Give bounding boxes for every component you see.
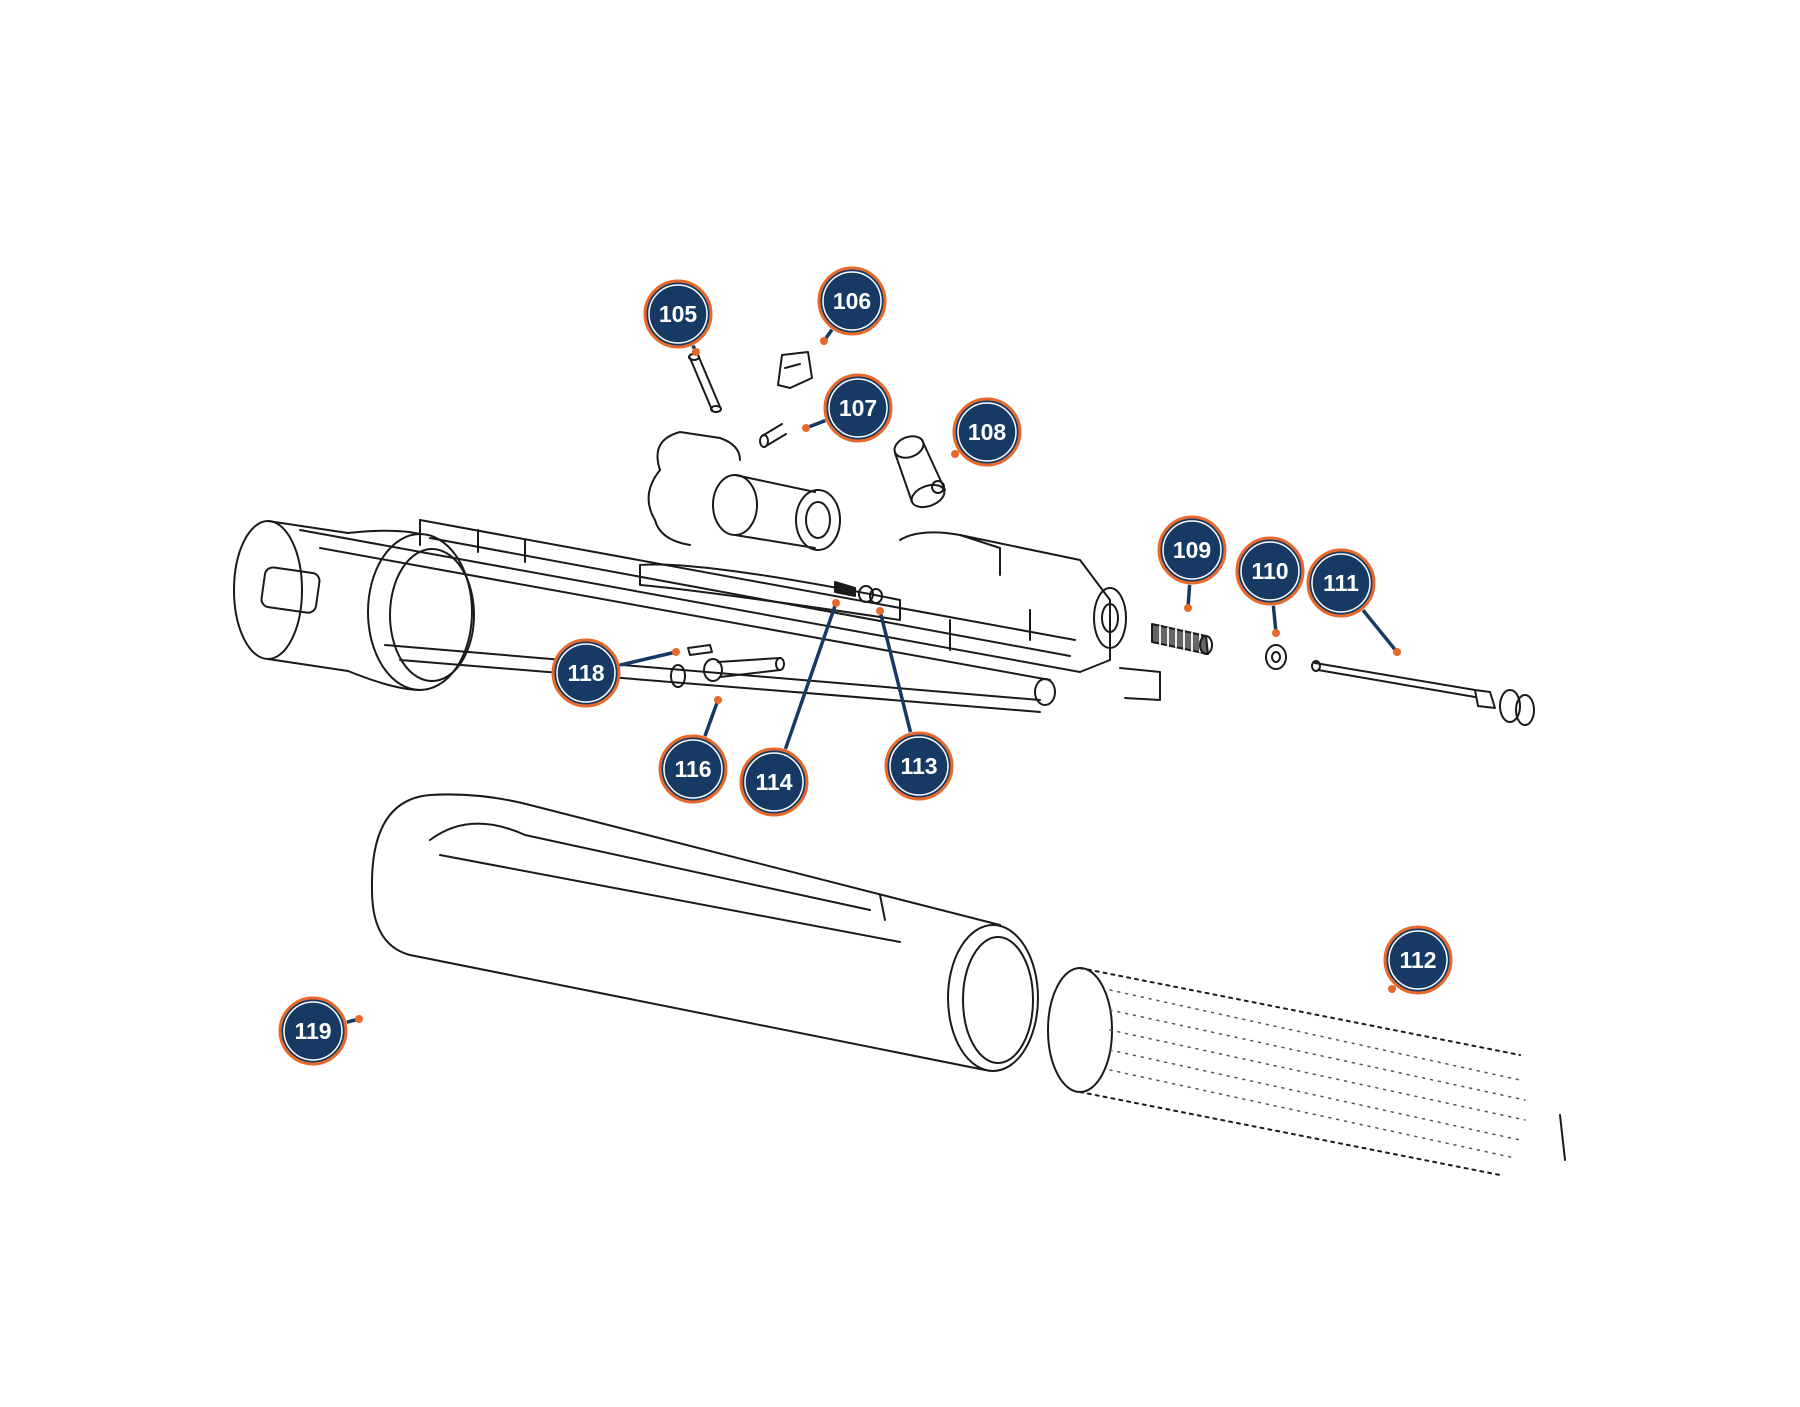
anchor-dot-111 bbox=[1393, 648, 1401, 656]
callout-badge-110[interactable] bbox=[1235, 536, 1305, 606]
callout-112[interactable]: 112 bbox=[1383, 925, 1453, 995]
anchor-dot-112 bbox=[1388, 985, 1396, 993]
callout-inner-ring-110 bbox=[1240, 541, 1300, 601]
callout-label-119: 119 bbox=[294, 1018, 331, 1044]
leader-line-116 bbox=[703, 699, 720, 737]
callout-badge-111[interactable] bbox=[1306, 548, 1376, 618]
callout-label-116: 116 bbox=[674, 756, 711, 782]
callout-label-111: 111 bbox=[1323, 570, 1359, 596]
callout-inner-ring-105 bbox=[648, 284, 708, 344]
callout-110[interactable]: 110 bbox=[1235, 536, 1305, 637]
part-107-pin bbox=[759, 423, 787, 448]
callout-badge-107[interactable] bbox=[823, 373, 893, 443]
callout-label-108: 108 bbox=[968, 419, 1007, 445]
part-119-tube bbox=[370, 793, 1039, 1072]
part-112-grip bbox=[1047, 967, 1566, 1176]
callout-label-113: 113 bbox=[900, 753, 937, 779]
part-108-roller bbox=[893, 435, 946, 509]
part-111-rod bbox=[1311, 660, 1535, 726]
callout-inner-ring-107 bbox=[828, 378, 888, 438]
anchor-dot-109 bbox=[1184, 604, 1192, 612]
callout-badge-118[interactable] bbox=[551, 638, 621, 708]
callout-inner-ring-108 bbox=[957, 402, 1017, 462]
callout-badge-105[interactable] bbox=[643, 279, 713, 349]
callout-badge-119[interactable] bbox=[278, 996, 348, 1066]
callout-119[interactable]: 119 bbox=[278, 996, 363, 1066]
part-105-pin bbox=[688, 353, 722, 413]
callout-badge-113[interactable] bbox=[884, 731, 954, 801]
callout-label-106: 106 bbox=[833, 288, 871, 314]
anchor-dot-107 bbox=[802, 424, 810, 432]
callout-inner-ring-106 bbox=[822, 271, 882, 331]
callout-badge-109[interactable] bbox=[1157, 515, 1227, 585]
callout-label-107: 107 bbox=[839, 395, 877, 421]
anchor-dot-116 bbox=[714, 696, 722, 704]
anchor-dot-113 bbox=[876, 607, 884, 615]
callout-inner-ring-118 bbox=[556, 643, 616, 703]
part-116-118-pins bbox=[670, 644, 785, 688]
callout-inner-ring-116 bbox=[663, 739, 723, 799]
anchor-dot-106 bbox=[820, 337, 828, 345]
callout-inner-ring-112 bbox=[1388, 930, 1448, 990]
callout-111[interactable]: 111 bbox=[1306, 548, 1401, 656]
leader-line-118 bbox=[619, 650, 677, 667]
callout-114[interactable]: 114 bbox=[739, 599, 840, 817]
callout-badge-114[interactable] bbox=[739, 747, 809, 817]
part-106-block bbox=[777, 351, 813, 389]
callout-116[interactable]: 116 bbox=[658, 696, 728, 804]
callout-105[interactable]: 105 bbox=[643, 279, 713, 356]
callout-inner-ring-113 bbox=[889, 736, 949, 796]
action-assembly-drawing bbox=[233, 519, 1161, 713]
callout-inner-ring-111 bbox=[1311, 553, 1371, 613]
anchor-dot-110 bbox=[1272, 629, 1280, 637]
anchor-dot-118 bbox=[672, 648, 680, 656]
callout-inner-ring-119 bbox=[283, 1001, 343, 1061]
part-bolt-head bbox=[647, 431, 841, 551]
callout-badge-112[interactable] bbox=[1383, 925, 1453, 995]
callout-label-109: 109 bbox=[1173, 537, 1211, 563]
callout-label-110: 110 bbox=[1251, 558, 1288, 584]
part-109-spring bbox=[1151, 623, 1213, 655]
anchor-dot-119 bbox=[355, 1015, 363, 1023]
callout-113[interactable]: 113 bbox=[876, 607, 954, 801]
callout-badge-108[interactable] bbox=[952, 397, 1022, 467]
part-113-114-screws bbox=[834, 581, 883, 604]
anchor-dot-114 bbox=[832, 599, 840, 607]
callout-layer: 105 106 107 108 109 110 111 112 113 114 116 118 119 bbox=[278, 266, 1453, 1066]
leader-line-111 bbox=[1361, 609, 1399, 654]
part-110-washer bbox=[1265, 644, 1287, 670]
leader-line-113 bbox=[878, 610, 913, 733]
callout-inner-ring-114 bbox=[744, 752, 804, 812]
callout-118[interactable]: 118 bbox=[551, 638, 680, 708]
callout-109[interactable]: 109 bbox=[1157, 515, 1227, 612]
leader-line-114 bbox=[783, 602, 838, 750]
callout-label-112: 112 bbox=[1399, 947, 1436, 973]
callout-badge-106[interactable] bbox=[817, 266, 887, 336]
anchor-dot-108 bbox=[951, 450, 959, 458]
callout-107[interactable]: 107 bbox=[802, 373, 893, 443]
callout-108[interactable]: 108 bbox=[951, 397, 1022, 467]
callout-106[interactable]: 106 bbox=[817, 266, 887, 345]
leader-line-110 bbox=[1271, 605, 1278, 634]
callout-badge-116[interactable] bbox=[658, 734, 728, 804]
callout-label-105: 105 bbox=[659, 301, 698, 327]
anchor-dot-105 bbox=[692, 348, 700, 356]
callout-inner-ring-109 bbox=[1162, 520, 1222, 580]
callout-label-114: 114 bbox=[755, 769, 792, 795]
callout-label-118: 118 bbox=[567, 660, 604, 686]
